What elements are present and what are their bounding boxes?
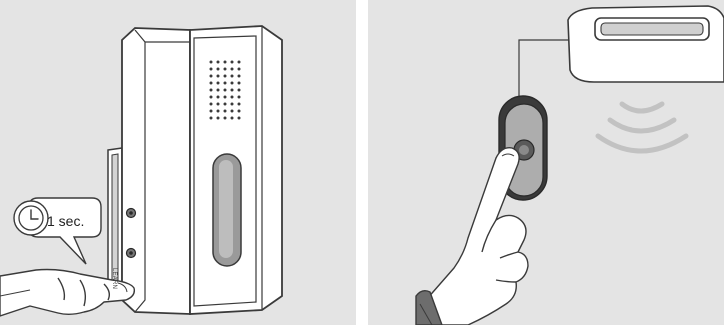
learn-step-panel: 1 sec. LEARN [0, 0, 356, 325]
timer-bubble [14, 198, 101, 264]
radio-waves-icon [598, 104, 686, 151]
learn-button-label: LEARN [111, 268, 117, 289]
pairing-step-panel [368, 0, 724, 325]
pairing-illustration [368, 0, 724, 325]
finger-pressing-icon [426, 148, 528, 325]
door-chime-icon [122, 26, 282, 314]
clock-icon [14, 201, 48, 235]
chime-illustration [0, 0, 356, 325]
receiver-unit-icon [568, 6, 724, 82]
wire [519, 40, 573, 104]
timer-label: 1 sec. [47, 213, 84, 229]
